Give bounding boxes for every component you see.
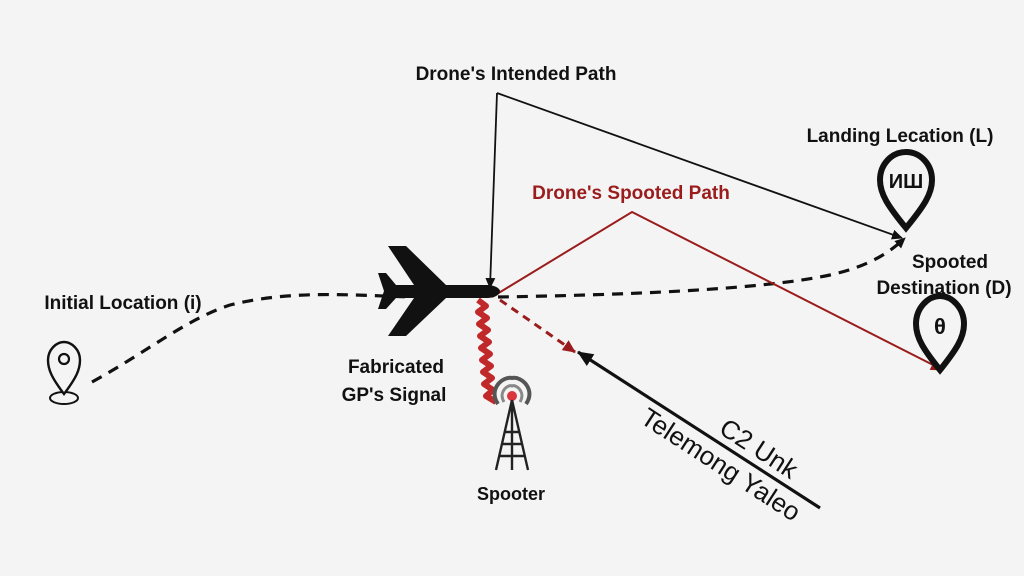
spoofed-link-dash (499, 298, 576, 354)
spoofed-destination-label-line1: Spooted (912, 252, 988, 273)
initial-location-pin-icon (46, 340, 82, 405)
spoofer-tower-icon (492, 375, 532, 471)
fabricated-signal-label-line2: GP's Signal (342, 385, 447, 406)
landing-location-pin-icon: ИШ (876, 148, 936, 233)
spoofed-destination-pin-icon: θ (912, 292, 968, 375)
landing-location-label: Landing Lecation (L) (807, 126, 994, 147)
fabricated-signal-label-line1: Fabricated (348, 357, 444, 378)
drone-icon (378, 246, 500, 336)
intended-path-label: Drone's Intended Path (416, 64, 617, 85)
fabricated-signal-beam (475, 297, 498, 405)
spoofed-path-label: Drone's Spooted Path (532, 183, 730, 204)
spoofed-path-line (491, 210, 944, 371)
initial-location-label: Initial Location (i) (44, 293, 201, 314)
intended-path-to-landing (496, 92, 903, 240)
actual-flight-path (91, 292, 411, 384)
intended-path-line (485, 92, 498, 289)
c2-link-arrow (577, 350, 821, 510)
landing-pin-glyph: ИШ (889, 171, 923, 193)
spoofed-destination-label-line2: Destination (D) (876, 278, 1011, 299)
destination-pin-glyph: θ (934, 314, 946, 339)
spoofer-label: Spooter (477, 484, 545, 504)
continued-flight-path (497, 236, 907, 299)
